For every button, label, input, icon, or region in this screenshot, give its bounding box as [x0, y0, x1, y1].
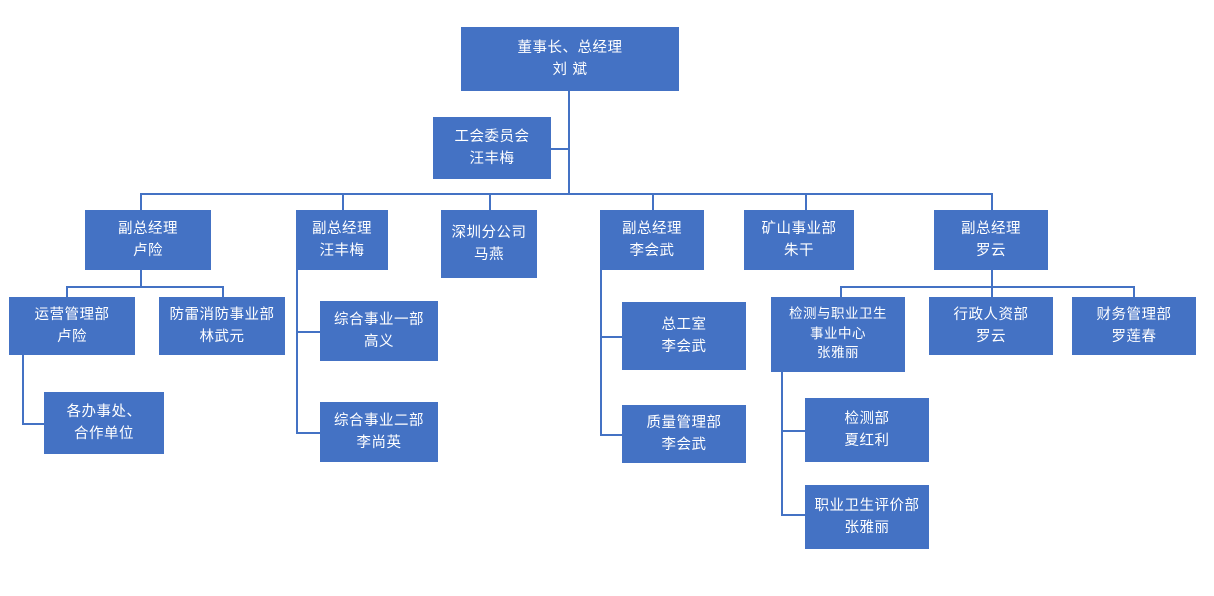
admin-hr-role: 行政人资部	[953, 306, 1029, 323]
chairman-box[interactable]: 董事长、总经理 刘 斌	[461, 27, 679, 91]
offices-and-partners-box[interactable]: 各办事处、 合作单位	[44, 392, 164, 454]
mining-role: 矿山事业部	[761, 220, 837, 237]
connector-drop-vp-wangfengmei	[342, 193, 344, 210]
connector-drop-shenzhen	[489, 193, 491, 210]
testing-dept-box[interactable]: 检测部 夏红利	[805, 398, 929, 462]
connector-testingcenter-stub-testing	[781, 430, 805, 432]
general-business-division-one-box[interactable]: 综合事业一部 高义	[320, 301, 438, 361]
shenzhen-person: 马燕	[474, 247, 504, 263]
connector-chairman-down	[568, 90, 570, 194]
general-two-person: 李尚英	[356, 435, 402, 451]
connector-luxian-drop-operations	[66, 286, 68, 297]
operations-management-dept-box[interactable]: 运营管理部 卢险	[9, 297, 135, 355]
administration-hr-dept-box[interactable]: 行政人资部 罗云	[929, 297, 1053, 355]
vp-luxian-role: 副总经理	[118, 220, 178, 237]
union-person: 汪丰梅	[469, 151, 515, 167]
union-role: 工会委员会	[454, 128, 530, 145]
quality-role: 质量管理部	[646, 414, 722, 431]
connector-luoyun-drop-adminhr	[991, 286, 993, 297]
testing-center-line-one: 检测与职业卫生	[789, 306, 887, 323]
connector-wangfengmei-stub-two	[296, 432, 320, 434]
connector-drop-vp-lihuiwu	[652, 193, 654, 210]
quality-management-dept-box[interactable]: 质量管理部 李会武	[622, 405, 746, 463]
vp-wangfengmei-person: 汪丰梅	[319, 243, 365, 259]
connector-operations-trunk	[22, 355, 24, 425]
chief-engineer-person: 李会武	[661, 339, 707, 355]
shenzhen-branch-box[interactable]: 深圳分公司 马燕	[441, 210, 537, 278]
shenzhen-role: 深圳分公司	[451, 224, 527, 241]
connector-luoyun-bus	[840, 286, 1135, 288]
operations-person: 卢险	[57, 329, 87, 345]
operations-role: 运营管理部	[34, 306, 110, 323]
vp-lihuiwu-person: 李会武	[629, 243, 675, 259]
offices-line-one: 各办事处、	[66, 403, 142, 420]
lightning-role: 防雷消防事业部	[169, 306, 275, 323]
offices-line-two: 合作单位	[74, 426, 134, 442]
connector-drop-mining	[805, 193, 807, 210]
testing-occupational-health-center-box[interactable]: 检测与职业卫生 事业中心 张雅丽	[771, 297, 905, 372]
general-one-person: 高义	[364, 334, 394, 350]
vp-luxian-box[interactable]: 副总经理 卢险	[85, 210, 211, 270]
connector-lihuiwu-stub-chief	[600, 336, 622, 338]
connector-drop-vp-luxian	[140, 193, 142, 210]
vp-lihuiwu-role: 副总经理	[622, 220, 682, 237]
connector-drop-vp-luoyun	[991, 193, 993, 210]
chairman-role: 董事长、总经理	[517, 39, 623, 56]
connector-luxian-bus	[66, 286, 224, 288]
lightning-protection-fire-division-box[interactable]: 防雷消防事业部 林武元	[159, 297, 285, 355]
connector-luoyun-drop-finance	[1133, 286, 1135, 297]
quality-person: 李会武	[661, 437, 707, 453]
connector-union-stub	[550, 148, 570, 150]
testing-dept-role: 检测部	[844, 410, 890, 427]
finance-role: 财务管理部	[1096, 306, 1172, 323]
general-one-role: 综合事业一部	[334, 311, 424, 328]
lightning-person: 林武元	[199, 329, 245, 345]
mining-person: 朱干	[784, 243, 814, 259]
connector-testingcenter-trunk	[781, 372, 783, 516]
connector-luoyun-drop-testingcenter	[840, 286, 842, 297]
vp-wangfengmei-box[interactable]: 副总经理 汪丰梅	[296, 210, 388, 270]
health-eval-person: 张雅丽	[844, 520, 890, 536]
mining-division-box[interactable]: 矿山事业部 朱干	[744, 210, 854, 270]
union-committee-box[interactable]: 工会委员会 汪丰梅	[433, 117, 551, 179]
vp-luoyun-role: 副总经理	[961, 220, 1021, 237]
connector-luxian-drop-lightning	[222, 286, 224, 297]
connector-main-bus	[140, 193, 992, 195]
vp-luoyun-person: 罗云	[976, 243, 1006, 259]
connector-luxian-trunk	[140, 270, 142, 287]
connector-lihuiwu-trunk	[600, 270, 602, 436]
testing-dept-person: 夏红利	[844, 433, 890, 449]
connector-wangfengmei-trunk	[296, 270, 298, 434]
finance-management-dept-box[interactable]: 财务管理部 罗莲春	[1072, 297, 1196, 355]
testing-center-person: 张雅丽	[817, 345, 859, 362]
vp-luoyun-box[interactable]: 副总经理 罗云	[934, 210, 1048, 270]
connector-wangfengmei-stub-one	[296, 331, 320, 333]
connector-testingcenter-stub-evaluation	[781, 514, 805, 516]
vp-wangfengmei-role: 副总经理	[312, 220, 372, 237]
occupational-health-evaluation-dept-box[interactable]: 职业卫生评价部 张雅丽	[805, 485, 929, 549]
finance-person: 罗莲春	[1111, 329, 1157, 345]
health-eval-role: 职业卫生评价部	[814, 497, 920, 514]
chief-engineer-role: 总工室	[661, 316, 707, 333]
chairman-person: 刘 斌	[552, 62, 588, 78]
connector-lihuiwu-stub-quality	[600, 434, 622, 436]
general-business-division-two-box[interactable]: 综合事业二部 李尚英	[320, 402, 438, 462]
vp-lihuiwu-box[interactable]: 副总经理 李会武	[600, 210, 704, 270]
admin-hr-person: 罗云	[976, 329, 1006, 345]
chief-engineer-office-box[interactable]: 总工室 李会武	[622, 302, 746, 370]
connector-luoyun-trunk	[991, 270, 993, 287]
general-two-role: 综合事业二部	[334, 412, 424, 429]
vp-luxian-person: 卢险	[133, 243, 163, 259]
connector-operations-stub	[22, 423, 45, 425]
testing-center-line-two: 事业中心	[810, 325, 866, 342]
